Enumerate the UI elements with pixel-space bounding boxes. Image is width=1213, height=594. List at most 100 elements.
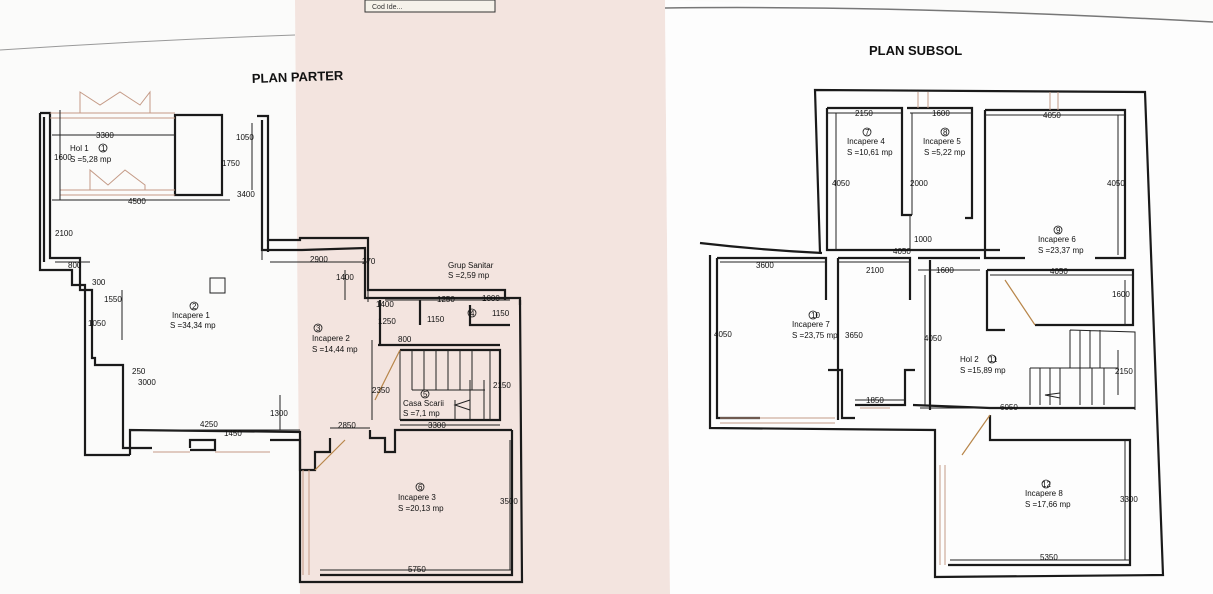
room-label: 10 — [811, 311, 820, 320]
plan-line — [320, 430, 514, 577]
dimension-label: 5350 — [1040, 553, 1058, 562]
dimension-label: 1150 — [492, 309, 510, 318]
dimension-label: 270 — [362, 257, 376, 266]
room-label: Hol 1 — [70, 144, 89, 153]
dimension-label: 3500 — [500, 497, 518, 506]
dimension-label: 1600 — [936, 266, 954, 275]
room-incapere-7: 10 Incapere 7 S =23,75 mp — [792, 310, 838, 340]
dimension-label: 1400 — [336, 273, 354, 282]
room-incapere-1: 2 Incapere 1 S =34,34 mp — [170, 301, 216, 330]
dimension-label: 4050 — [1050, 267, 1068, 276]
room-label: S =15,89 mp — [960, 366, 1006, 375]
dimension-label: 6050 — [1000, 403, 1018, 412]
plan-line — [378, 300, 510, 345]
dimension-label: 2100 — [55, 229, 73, 238]
room-label: 11 — [989, 355, 998, 364]
dimension-label: 1750 — [222, 159, 240, 168]
dimension-label: 1450 — [224, 429, 242, 438]
dimension-label: 4050 — [1107, 179, 1125, 188]
room-incapere-3: 6 Incapere 3 S =20,13 mp — [398, 482, 444, 513]
plan-line — [415, 482, 425, 492]
dimension-label: 4050 — [1043, 111, 1061, 120]
room-label: S =5,28 mp — [70, 155, 112, 164]
dimension-label: 800 — [68, 261, 82, 270]
plan-line — [808, 310, 818, 320]
plan-line — [987, 354, 997, 364]
plan-line — [813, 88, 1165, 579]
plan-line — [298, 299, 524, 584]
dimension-label: 5750 — [408, 565, 426, 574]
room-label: Incapere 3 — [398, 493, 436, 502]
dimension-label: 3650 — [845, 331, 863, 340]
dimension-label: 1600 — [1112, 290, 1130, 299]
room-label: S =17,66 mp — [1025, 500, 1071, 509]
dimension-label: 800 — [398, 335, 412, 344]
dimension-label: 1300 — [270, 409, 288, 418]
stamp-text: Cod Ide... — [372, 4, 402, 11]
dimension-label: 1250 — [378, 317, 396, 326]
dimension-label: 1400 — [376, 300, 394, 309]
plan-line — [467, 308, 477, 318]
room-label: 6 — [418, 483, 423, 492]
plan-line — [368, 428, 512, 454]
dimension-label: 1600 — [54, 153, 72, 162]
room-label: 12 — [1042, 480, 1051, 489]
room-hol-1: Hol 1 1 S =5,28 mp — [70, 143, 112, 164]
room-label: Grup Sanitar — [448, 261, 494, 270]
plan-line — [720, 112, 1135, 561]
dimension-label: 1050 — [88, 319, 106, 328]
plan-line — [314, 349, 401, 471]
paper-right — [665, 0, 1213, 594]
room-label: S =20,13 mp — [398, 504, 444, 513]
dimension-label: 4050 — [832, 179, 850, 188]
dimension-label: 2850 — [338, 421, 356, 430]
dimension-label: 2350 — [372, 386, 390, 395]
plan-subsol-title: PLAN SUBSOL — [869, 43, 962, 58]
room-label: 3 — [316, 324, 321, 333]
stamp — [364, 0, 496, 13]
plan-line — [209, 277, 226, 294]
dimension-label: 4250 — [200, 420, 218, 429]
plan-line — [961, 279, 1036, 456]
room-label: S =5,22 mp — [924, 148, 966, 157]
room-label: 8 — [943, 128, 948, 137]
plan-line — [985, 270, 1005, 332]
plan-line — [720, 92, 1059, 565]
room-label: S =14,44 mp — [312, 345, 358, 354]
dimension-label: 2150 — [1115, 367, 1133, 376]
plan-line — [708, 255, 937, 462]
dimension-label: 1000 — [914, 235, 932, 244]
paper-edge — [0, 34, 296, 51]
dimension-label: 4500 — [128, 197, 146, 206]
plan-line — [40, 111, 152, 450]
room-label: Incapere 1 — [172, 311, 210, 320]
room-grup-sanitar: Grup Sanitar S =2,59 mp 4 — [448, 261, 494, 318]
parter-dimensions: 3300 1600 1050 1750 3400 4500 2100 800 3… — [54, 131, 518, 574]
room-label: Incapere 6 — [1038, 235, 1076, 244]
dimension-label: 4050 — [893, 247, 911, 256]
room-label: Incapere 8 — [1025, 489, 1063, 498]
plan-line — [699, 241, 823, 255]
subsol-dimensions: 2150 1600 4050 4050 2000 4050 1000 4050 … — [714, 109, 1138, 562]
dimension-label: 3400 — [237, 190, 255, 199]
plan-line — [257, 114, 507, 300]
plan-line — [1053, 225, 1063, 235]
plan-line — [378, 343, 502, 422]
room-label: 2 — [192, 302, 197, 311]
dimension-label: 2100 — [866, 266, 884, 275]
room-label: S =7,1 mp — [403, 409, 440, 418]
room-label: Casa Scarii — [403, 399, 444, 408]
dimension-label: 3300 — [428, 421, 446, 430]
plan-line — [940, 127, 950, 137]
room-incapere-2: 3 Incapere 2 S =14,44 mp — [312, 323, 358, 354]
paper-edge — [664, 6, 1213, 23]
plan-line — [717, 256, 1135, 327]
dimension-label: 3300 — [96, 131, 114, 140]
dimension-label: 300 — [92, 278, 106, 287]
room-incapere-6: 9 Incapere 6 S =23,37 mp — [1038, 225, 1084, 255]
room-label: 1 — [101, 144, 106, 153]
dimension-label: 1050 — [236, 133, 254, 142]
room-label: S =23,75 mp — [792, 331, 838, 340]
dimension-label: 1000 — [482, 294, 500, 303]
